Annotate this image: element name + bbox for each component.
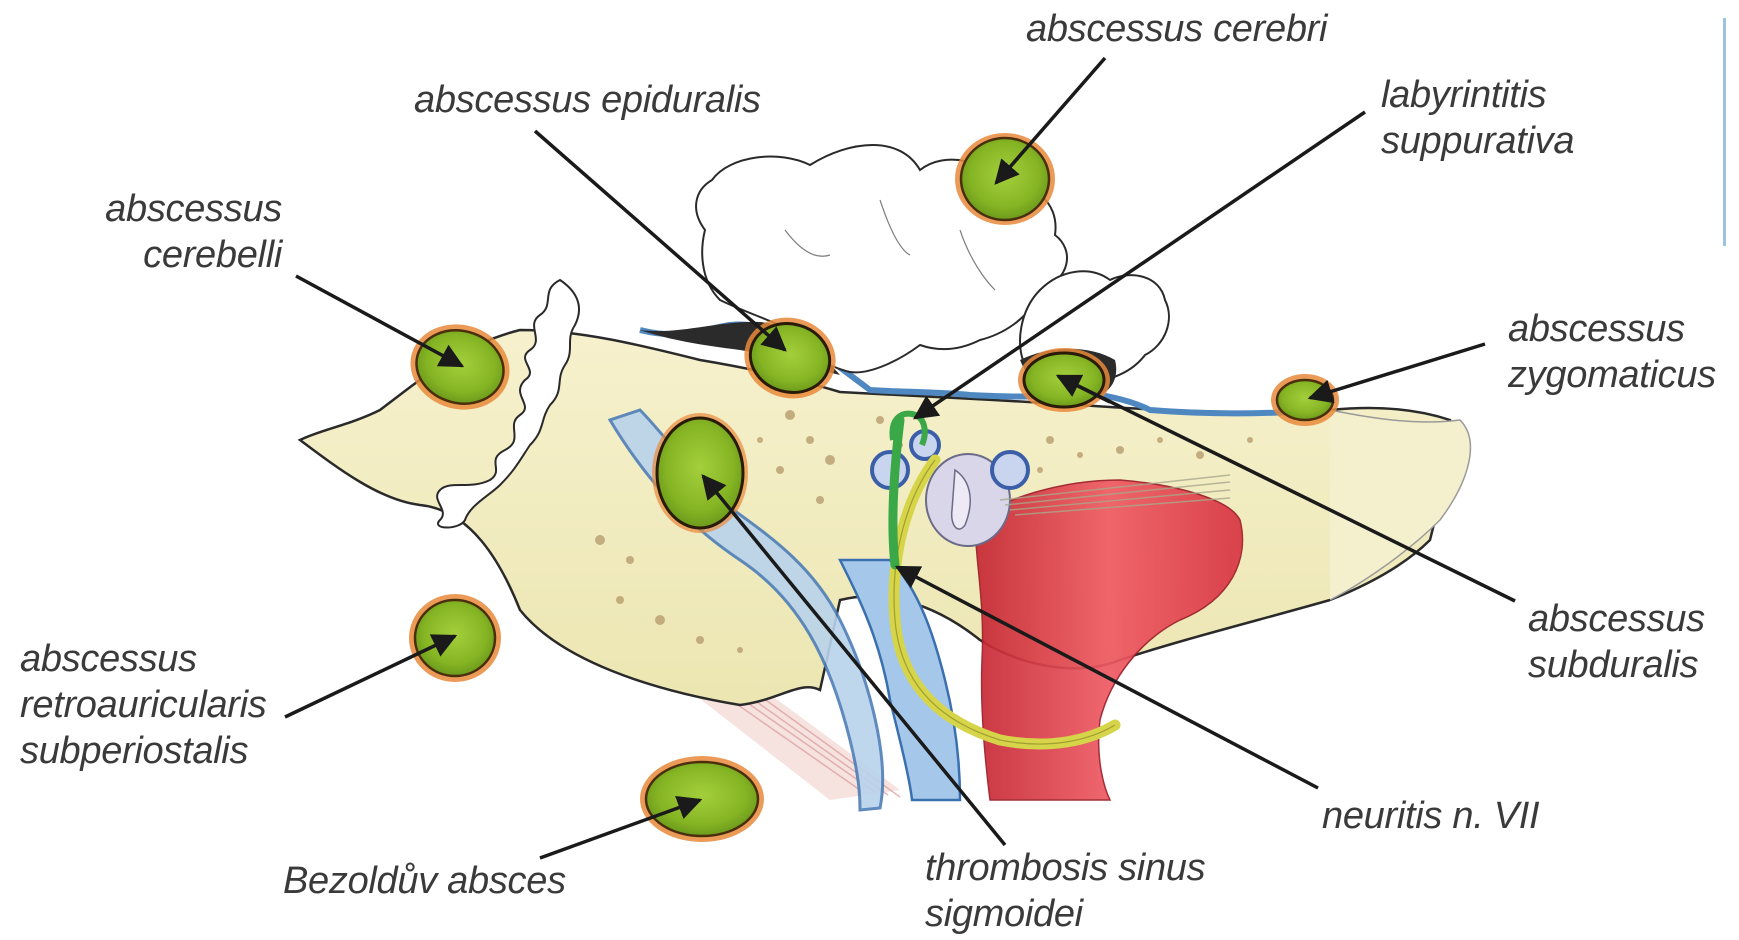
arrow-cerebelli [296, 276, 462, 366]
abscess-retroauricularis [409, 594, 501, 682]
label-abscessus-epiduralis: abscessus epiduralis [414, 77, 761, 123]
label-abscessus-cerebri: abscessus cerebri [1026, 6, 1327, 52]
internal-carotid-artery [975, 480, 1243, 800]
label-neuritis: neuritis n. VII [1322, 793, 1539, 839]
label-thrombosis-sinus: thrombosis sinus sigmoidei [925, 845, 1205, 937]
label-abscessus-zygomaticus: abscessus zygomaticus [1508, 306, 1716, 398]
page-edge-line [1723, 18, 1726, 246]
label-abscessus-retroauricularis: abscessus retroauricularis subperiostali… [20, 636, 267, 774]
arrow-zygomaticus [1310, 344, 1485, 398]
arrow-retro [285, 636, 455, 717]
label-labyrinthitis-suppurativa: labyrintitis suppurativa [1381, 72, 1574, 164]
label-abscessus-subduralis: abscessus subduralis [1528, 596, 1705, 688]
label-abscessus-cerebelli: abscessus cerebelli [40, 186, 282, 278]
label-bezold-absces: Bezoldův absces [283, 858, 566, 904]
zygomatic-process [1330, 410, 1470, 600]
abscess-bezold [640, 756, 764, 842]
abscess-zygomaticus [1271, 374, 1339, 426]
abscess-cerebri [955, 133, 1055, 225]
